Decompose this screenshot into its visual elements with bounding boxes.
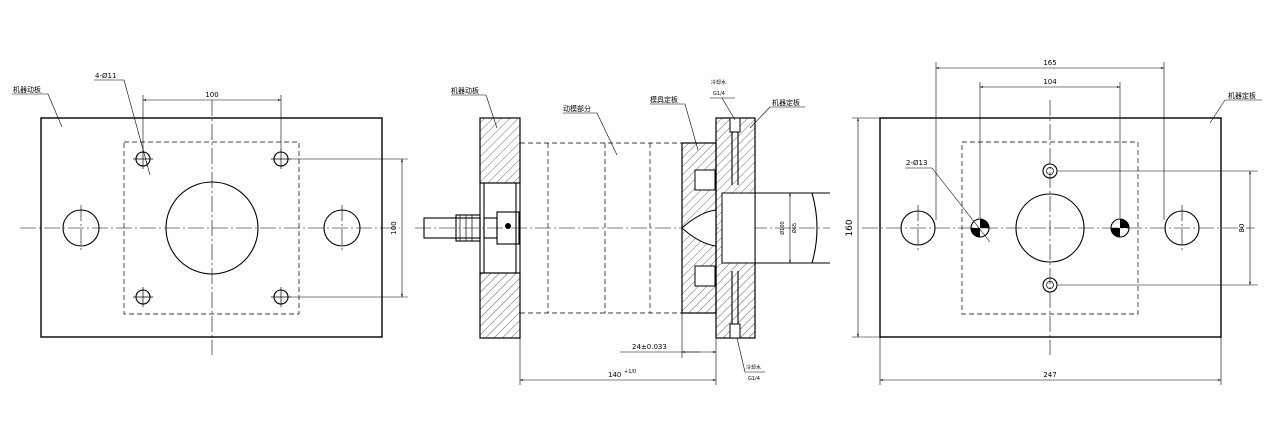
dim-160: 160 (845, 219, 855, 236)
dim-247: 247 (1043, 371, 1056, 379)
machine-fixed-plate-front (879, 117, 1222, 338)
dim-24: 24±0.033 (632, 343, 667, 351)
dim-80: 80 (1238, 224, 1246, 233)
label-4-holes: 4-Ø11 (95, 72, 116, 80)
label-mold-fixed-plate: 模具定板 (650, 95, 678, 104)
moving-plate-section-bottom (479, 272, 521, 339)
label-cooling-top-thread: G1/4 (713, 91, 725, 97)
middle-view: Ø100 Ø65 24±0.033 140 +1/0 机器动板 动模部分 模具定… (415, 79, 830, 385)
label-moving-plate: 机器动板 (13, 85, 41, 94)
machine-moving-plate (40, 117, 383, 338)
dim-inner-2: Ø65 (791, 223, 798, 233)
dim-right-100: 100 (390, 221, 398, 234)
label-cooling-top: 冷却水 (711, 79, 726, 86)
center-bore (165, 181, 259, 275)
label-mold-part: 动模部分 (563, 104, 591, 113)
label-cooling-bottom: 冷却水 (746, 364, 761, 371)
label-cooling-bottom-thread: G1/4 (748, 376, 760, 382)
dim-140-tol: +1/0 (624, 369, 636, 375)
label-machine-fixed-plate: 机器定板 (772, 98, 800, 107)
dim-165: 165 (1043, 59, 1056, 67)
label-2-holes: 2-Ø13 (906, 159, 927, 167)
dim-inner-1: Ø100 (779, 221, 786, 234)
left-view: 100 100 机器动板 4-Ø11 (12, 72, 408, 355)
dim-104: 104 (1043, 78, 1057, 86)
center-bore-right (1015, 193, 1085, 263)
bolt-hole-top (1042, 163, 1058, 179)
right-view: 165 104 160 80 247 机器定板 2-Ø13 (845, 59, 1262, 385)
dim-140: 140 (608, 371, 621, 379)
label-moving-plate-mid: 机器动板 (451, 86, 479, 95)
label-fixed-plate-right: 机器定板 (1228, 91, 1256, 100)
bolt-hole-bottom (1042, 277, 1058, 293)
dim-top-100: 100 (205, 91, 218, 99)
moving-plate-section-top (479, 117, 521, 184)
